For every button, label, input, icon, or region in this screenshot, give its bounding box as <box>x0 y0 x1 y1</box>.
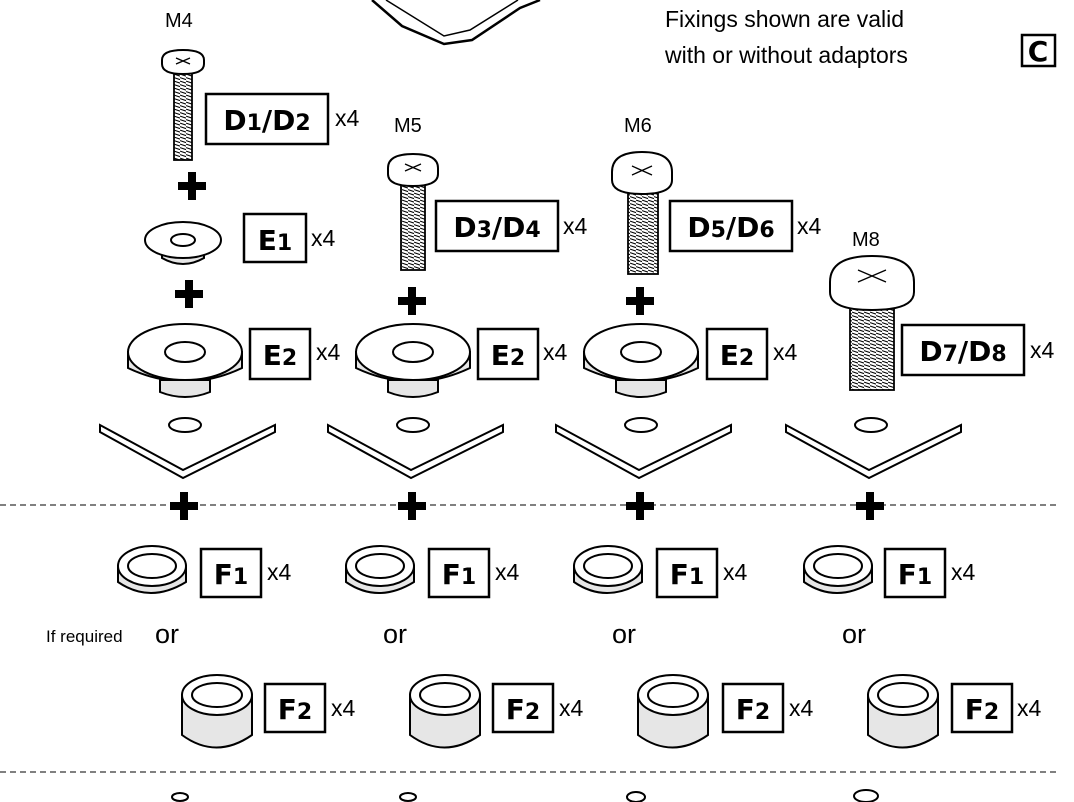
screw-code-label: D1/D2 <box>223 104 310 137</box>
mounting-hole <box>626 791 646 802</box>
screw-size-label: M8 <box>852 229 880 251</box>
washer-code-label: E2 <box>491 339 525 372</box>
or-label: or <box>383 619 407 649</box>
foot2-code-label: F2 <box>278 693 312 726</box>
plus-icon <box>398 492 426 520</box>
column-m4: M4 D1/D2 x4 E1 x4 E2 x4 <box>46 10 360 802</box>
foot2-code-label: F2 <box>506 693 540 726</box>
spacer-qty-label: x4 <box>311 225 336 251</box>
m5-screw <box>387 152 439 271</box>
foot2-qty-label: x4 <box>1017 695 1042 721</box>
f2-foot <box>181 674 253 749</box>
screw-size-label: M4 <box>165 10 193 32</box>
screw-code-label: D7/D8 <box>919 335 1006 368</box>
screw-qty-label: x4 <box>335 105 360 131</box>
screw-qty-label: x4 <box>563 213 588 239</box>
f2-foot <box>867 674 939 749</box>
plus-icon <box>175 280 203 308</box>
foot2-code-label: F2 <box>736 693 770 726</box>
plus-icon <box>178 172 206 200</box>
plus-icon <box>626 287 654 315</box>
foot2-code-box <box>491 682 555 734</box>
washer-code-box <box>248 327 312 381</box>
screw-code-box <box>900 323 1026 377</box>
foot1-code-label: F1 <box>442 558 476 591</box>
washer-code-box <box>476 327 540 381</box>
foot2-qty-label: x4 <box>559 695 584 721</box>
foot2-code-box <box>950 682 1014 734</box>
washer-qty-label: x4 <box>316 339 341 365</box>
foot1-qty-label: x4 <box>723 559 748 585</box>
foot1-code-box <box>199 547 263 599</box>
or-label: or <box>612 619 636 649</box>
spacer-code-box <box>242 212 308 264</box>
foot1-code-box <box>655 547 719 599</box>
e2-washer <box>127 323 243 398</box>
foot1-code-box <box>883 547 947 599</box>
m8-screw <box>829 254 915 391</box>
plus-icon <box>398 287 426 315</box>
f2-foot <box>409 674 481 749</box>
washer-code-label: E2 <box>720 339 754 372</box>
mounting-plate <box>785 417 962 480</box>
e2-washer <box>355 323 471 398</box>
washer-qty-label: x4 <box>773 339 798 365</box>
m4-screw <box>161 48 205 161</box>
washer-code-box <box>705 327 769 381</box>
e2-washer <box>583 323 699 398</box>
screw-code-label: D3/D4 <box>453 211 540 244</box>
adaptor-code-label: C <box>1028 35 1049 68</box>
m6-screw <box>611 150 673 275</box>
column-m5: M5 D3/D4 x4 E2 x4 F1 x <box>327 115 588 802</box>
washer-code-label: E2 <box>263 339 297 372</box>
foot1-qty-label: x4 <box>267 559 292 585</box>
foot1-code-label: F1 <box>214 558 248 591</box>
f1-foot <box>117 545 187 594</box>
foot1-qty-label: x4 <box>951 559 976 585</box>
adaptor-code-box <box>1020 33 1057 68</box>
if-required-label: If required <box>46 627 123 646</box>
foot1-code-label: F1 <box>670 558 704 591</box>
screw-code-box <box>434 199 560 253</box>
washer-qty-label: x4 <box>543 339 568 365</box>
mounting-hole <box>399 792 417 802</box>
screw-code-box <box>204 92 330 146</box>
foot2-code-box <box>263 682 327 734</box>
f1-foot <box>345 545 415 594</box>
mounting-hole <box>171 792 189 802</box>
screw-code-box <box>668 199 794 253</box>
spacer-code-label: E1 <box>258 224 292 257</box>
foot2-qty-label: x4 <box>331 695 356 721</box>
plus-icon <box>856 492 884 520</box>
note-line-1: Fixings shown are valid <box>665 6 904 32</box>
f2-foot <box>637 674 709 749</box>
foot1-code-label: F1 <box>898 558 932 591</box>
screw-code-label: D5/D6 <box>687 211 774 244</box>
screw-qty-label: x4 <box>797 213 822 239</box>
top-plate-partial <box>371 0 541 46</box>
plus-icon <box>626 492 654 520</box>
foot2-code-box <box>721 682 785 734</box>
plus-icon <box>170 492 198 520</box>
foot1-code-box <box>427 547 491 599</box>
mounting-hole <box>853 789 879 802</box>
or-label: or <box>842 619 866 649</box>
e1-spacer-washer <box>144 221 222 265</box>
note-line-2: with or without adaptors <box>664 42 908 68</box>
foot2-code-label: F2 <box>965 693 999 726</box>
foot2-qty-label: x4 <box>789 695 814 721</box>
screw-size-label: M5 <box>394 115 422 137</box>
mounting-plate <box>555 417 732 480</box>
foot1-qty-label: x4 <box>495 559 520 585</box>
column-m8: M8 D7/D8 x4 F1 x4 or F2 x4 <box>785 229 1055 802</box>
screw-qty-label: x4 <box>1030 337 1055 363</box>
column-m6: M6 D5/D6 x4 E2 x4 F1 x <box>555 115 822 802</box>
mounting-plate <box>327 417 504 480</box>
f1-foot <box>803 545 873 594</box>
or-label: or <box>155 619 179 649</box>
mounting-plate <box>99 417 276 480</box>
screw-size-label: M6 <box>624 115 652 137</box>
f1-foot <box>573 545 643 594</box>
